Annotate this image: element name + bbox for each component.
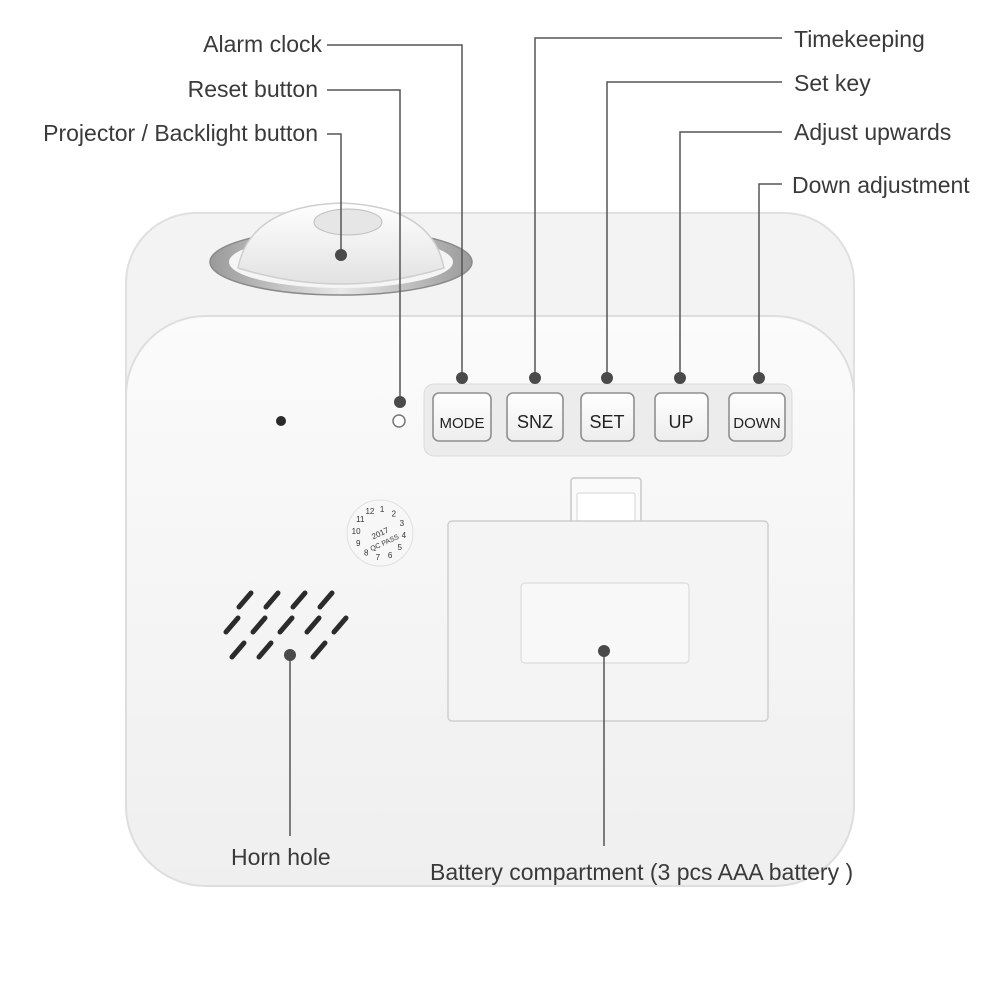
leader-timekeeping	[534, 37, 782, 378]
qc-month-number: 5	[397, 543, 402, 552]
label-horn-hole: Horn hole	[231, 844, 331, 870]
leader-alarm-clock	[327, 44, 463, 378]
label-reset-button: Reset button	[187, 76, 318, 102]
qc-month-number: 8	[364, 549, 369, 558]
leader-lines	[289, 37, 782, 846]
qc-month-number: 12	[365, 507, 374, 516]
qc-month-number: 4	[402, 531, 407, 540]
qc-month-number: 6	[388, 551, 393, 560]
mode-key[interactable]: MODE	[432, 392, 492, 442]
up-key[interactable]: UP	[654, 392, 709, 442]
grille-slot	[236, 590, 254, 610]
leader-down-adjustment	[758, 183, 782, 378]
grille-slot	[250, 615, 268, 635]
leader-reset-button	[327, 89, 401, 407]
qc-month-number: 9	[356, 539, 361, 548]
grille-slot	[229, 640, 247, 660]
leader-projector-button	[327, 133, 342, 255]
dot-alarm-clock	[456, 372, 468, 384]
leader-dots	[284, 249, 765, 661]
dot-adjust-upwards	[674, 372, 686, 384]
grille-slot	[290, 590, 308, 610]
qc-month-number: 1	[380, 505, 385, 514]
qc-month-number: 7	[376, 553, 381, 562]
down-key-label: DOWN	[733, 415, 781, 432]
grille-slot	[310, 640, 328, 660]
label-timekeeping: Timekeeping	[794, 26, 925, 52]
snz-key[interactable]: SNZ	[506, 392, 564, 442]
dot-set-key	[601, 372, 613, 384]
microphone-hole	[276, 416, 286, 426]
grille-slot	[304, 615, 322, 635]
label-alarm-clock: Alarm clock	[203, 31, 322, 57]
label-down-adjustment: Down adjustment	[792, 172, 970, 198]
mode-key-label: MODE	[440, 415, 485, 432]
battery-cover[interactable]	[447, 520, 769, 722]
qc-month-number: 10	[352, 527, 361, 536]
grille-slot	[263, 590, 281, 610]
grille-slot	[223, 615, 241, 635]
speaker-grille	[223, 590, 349, 660]
qc-month-number: 3	[400, 519, 405, 528]
battery-latch[interactable]	[570, 477, 642, 525]
dot-battery	[598, 645, 610, 657]
grille-slot	[256, 640, 274, 660]
set-key[interactable]: SET	[580, 392, 635, 442]
dot-horn-hole	[284, 649, 296, 661]
reset-pinhole[interactable]	[392, 414, 406, 428]
leader-adjust-upwards	[679, 131, 782, 378]
set-key-label: SET	[589, 412, 624, 432]
dot-projector-button	[335, 249, 347, 261]
dot-timekeeping	[529, 372, 541, 384]
grille-slot	[331, 615, 349, 635]
qc-month-number: 2	[392, 509, 397, 518]
up-key-label: UP	[668, 412, 693, 432]
grille-slot	[277, 615, 295, 635]
dot-down-adjustment	[753, 372, 765, 384]
snz-key-label: SNZ	[517, 412, 553, 432]
grille-slot	[317, 590, 335, 610]
qc-month-number: 11	[356, 515, 365, 524]
leader-set-key	[606, 81, 782, 378]
label-adjust-upwards: Adjust upwards	[794, 119, 952, 145]
projector-dome[interactable]	[209, 202, 473, 296]
dot-reset-button	[394, 396, 406, 408]
label-battery-compartment: Battery compartment (3 pcs AAA battery )	[430, 859, 854, 885]
label-set-key: Set key	[794, 70, 871, 96]
label-projector-button: Projector / Backlight button	[43, 120, 318, 146]
down-key[interactable]: DOWN	[728, 392, 786, 442]
